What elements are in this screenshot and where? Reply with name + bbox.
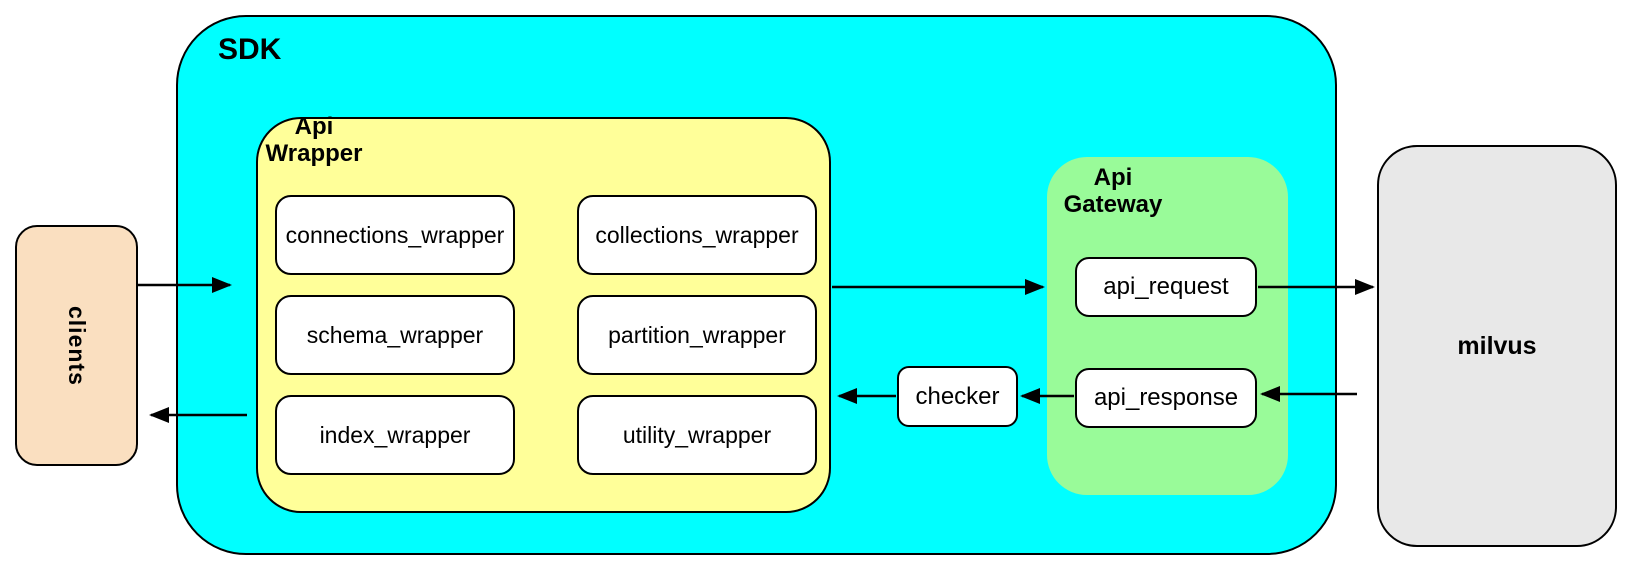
node-schema-wrapper: schema_wrapper bbox=[275, 295, 515, 375]
node-api-request: api_request bbox=[1075, 257, 1257, 317]
node-partition-wrapper-label: partition_wrapper bbox=[608, 321, 786, 348]
node-api-response: api_response bbox=[1075, 368, 1257, 428]
node-index-wrapper-label: index_wrapper bbox=[319, 421, 471, 448]
node-index-wrapper: index_wrapper bbox=[275, 395, 515, 475]
node-checker: checker bbox=[897, 366, 1018, 427]
node-milvus: milvus bbox=[1377, 145, 1617, 547]
node-checker-label: checker bbox=[915, 382, 1000, 410]
node-partition-wrapper: partition_wrapper bbox=[577, 295, 817, 375]
node-api-request-label: api_request bbox=[1103, 273, 1229, 300]
node-api-response-label: api_response bbox=[1093, 384, 1239, 411]
api-wrapper-label: Api Wrapper bbox=[265, 113, 363, 167]
node-utility-wrapper-label: utility_wrapper bbox=[622, 421, 772, 448]
api-gateway-label: Api Gateway bbox=[1063, 164, 1163, 218]
node-connections-wrapper: connections_wrapper bbox=[275, 195, 515, 275]
node-connections-wrapper-label: connections_wrapper bbox=[285, 221, 505, 248]
node-collections-wrapper: collections_wrapper bbox=[577, 195, 817, 275]
node-collections-wrapper-label: collections_wrapper bbox=[595, 221, 799, 248]
node-clients-label: clients bbox=[64, 305, 90, 386]
sdk-label: SDK bbox=[218, 33, 282, 66]
node-clients: clients bbox=[15, 225, 138, 466]
node-milvus-label: milvus bbox=[1457, 331, 1537, 360]
api-gateway-container bbox=[1047, 157, 1288, 495]
node-schema-wrapper-label: schema_wrapper bbox=[306, 321, 484, 348]
node-utility-wrapper: utility_wrapper bbox=[577, 395, 817, 475]
